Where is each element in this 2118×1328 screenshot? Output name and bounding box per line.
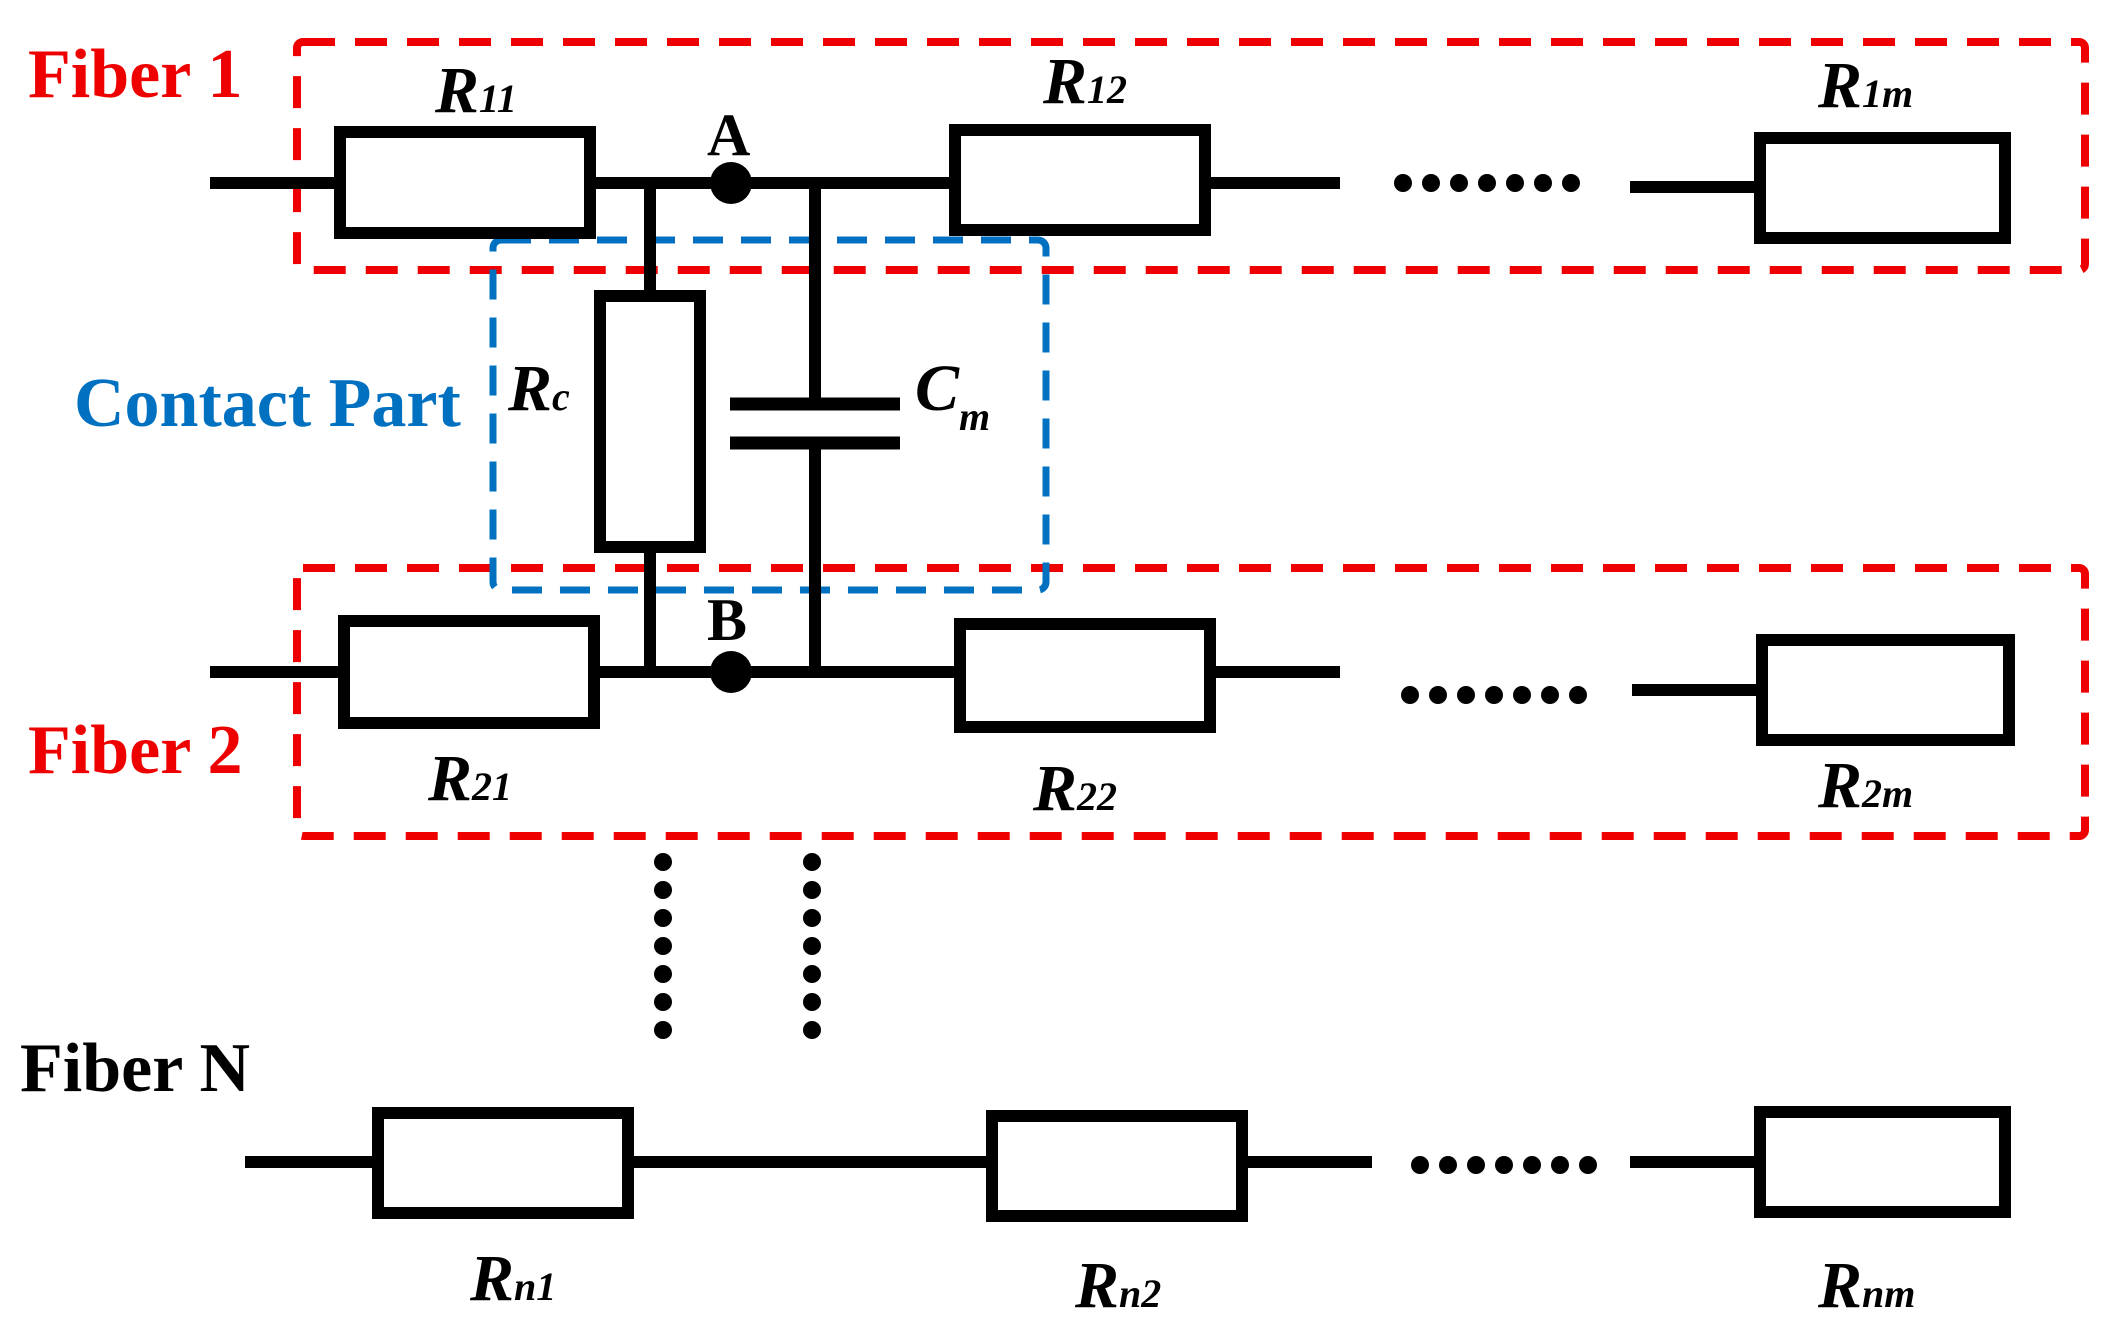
resistor-r22 xyxy=(954,618,1216,733)
label-rn2: Rn2 xyxy=(1074,1249,1161,1322)
label-cm: Cm xyxy=(915,352,990,439)
resistor-rc xyxy=(594,290,706,553)
label-r12: R12 xyxy=(1042,45,1127,118)
resistor-rnm xyxy=(1754,1106,2011,1218)
label-r11: R11 xyxy=(434,54,517,127)
label-r22: R22 xyxy=(1032,752,1117,825)
label-rn1: Rn1 xyxy=(469,1242,556,1315)
fiber1-label: Fiber 1 xyxy=(28,36,243,113)
ellipsis-dots-fiber2 xyxy=(1401,686,1587,704)
resistor-r2m xyxy=(1756,634,2015,746)
resistor-r21 xyxy=(338,615,600,729)
resistor-rn2 xyxy=(986,1110,1248,1222)
capacitor-cm xyxy=(730,183,900,672)
contact-part-box xyxy=(489,236,1050,594)
fiber1-box xyxy=(293,38,2089,274)
label-rc: Rc xyxy=(507,352,570,425)
label-r21: R21 xyxy=(427,742,512,815)
vertical-ellipsis-dots xyxy=(654,853,821,1039)
ellipsis-dots-fiberN xyxy=(1411,1156,1597,1174)
resistor-r1m xyxy=(1754,132,2011,244)
fiberN-label: Fiber N xyxy=(20,1030,250,1107)
label-rnm: Rnm xyxy=(1817,1249,1915,1322)
label-r2m: R2m xyxy=(1817,749,1913,822)
node-a xyxy=(710,162,752,204)
label-r1m: R1m xyxy=(1817,49,1913,122)
node-b xyxy=(710,651,752,693)
resistor-r11 xyxy=(334,126,596,239)
fiber2-label: Fiber 2 xyxy=(28,712,243,789)
node-a-label: A xyxy=(707,102,750,168)
contact-part-label: Contact Part xyxy=(74,365,461,442)
resistor-r12 xyxy=(949,124,1211,236)
node-b-label: B xyxy=(707,587,747,653)
ellipsis-dots-fiber1 xyxy=(1394,174,1580,192)
resistor-rn1 xyxy=(372,1107,634,1219)
fiber2-box xyxy=(293,564,2089,840)
